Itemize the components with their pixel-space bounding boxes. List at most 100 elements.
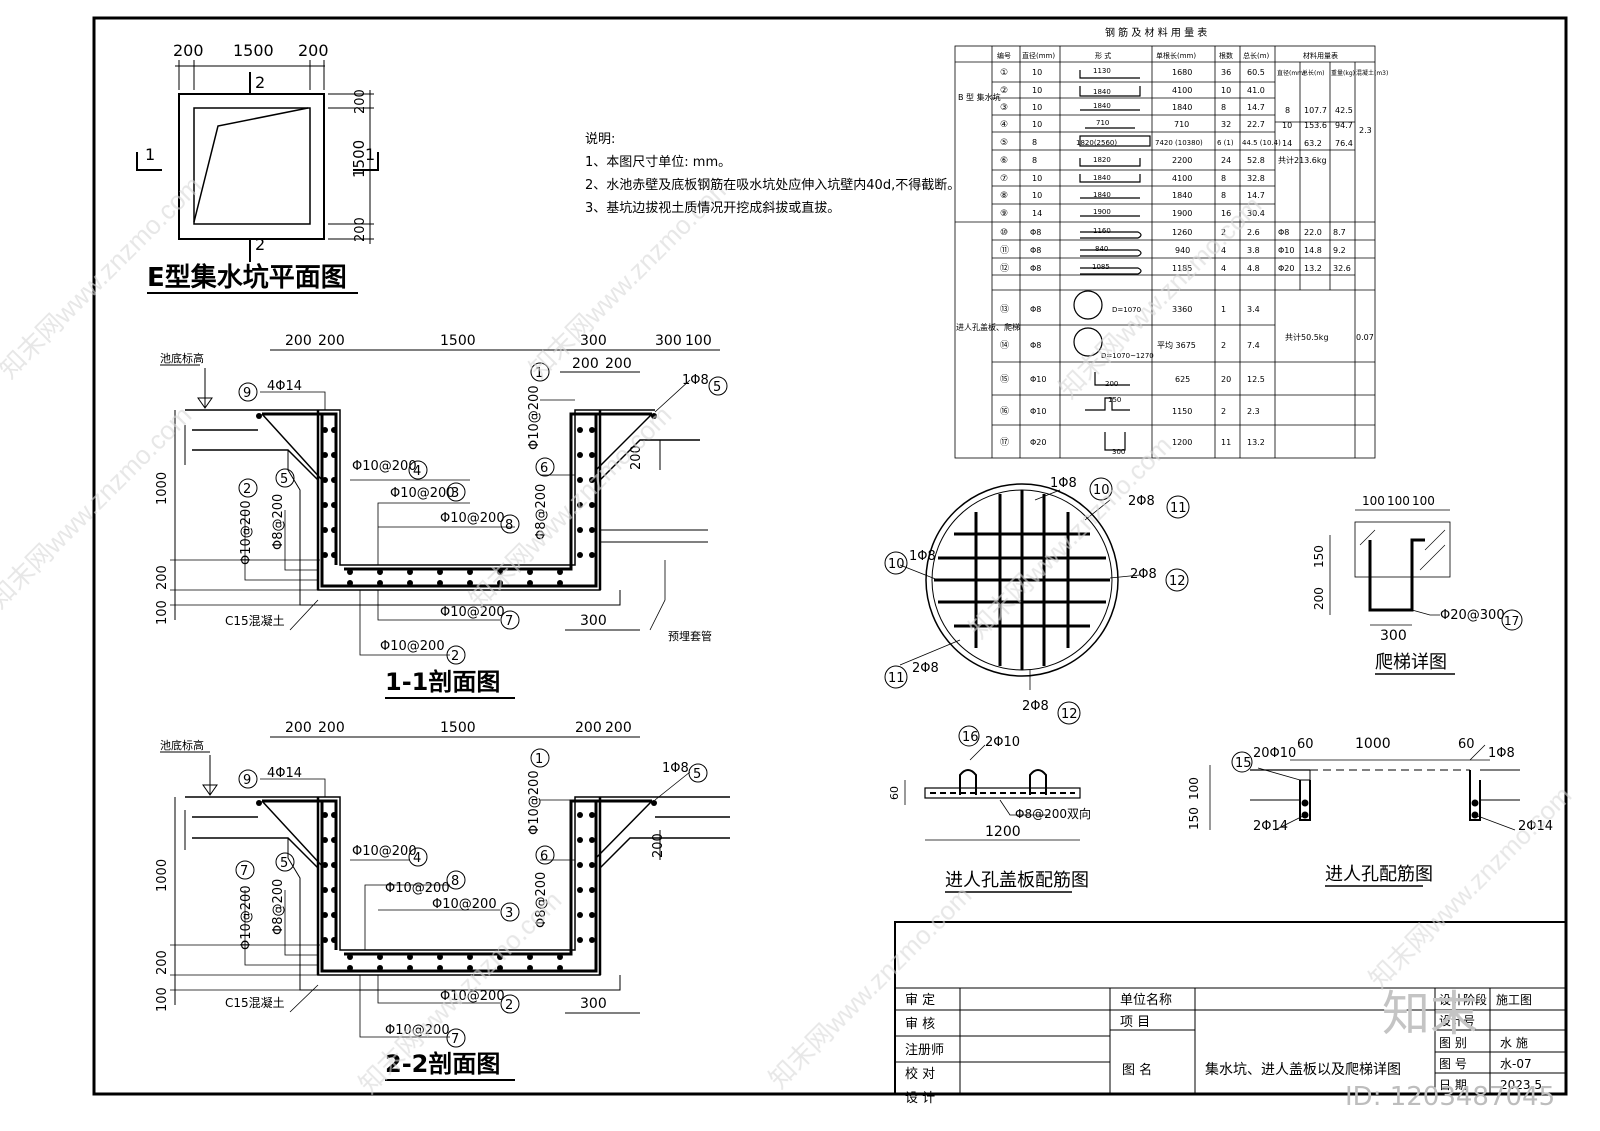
manhole-r14-left: 2Φ14 <box>1253 819 1288 834</box>
cover-r11: 11 <box>1170 501 1187 516</box>
s1-dim-left-2: 200 <box>155 565 170 590</box>
manhole-dim-2: 1000 <box>1355 736 1391 752</box>
svg-text:4100: 4100 <box>1172 174 1192 183</box>
s2-r7l-text: Φ10@200 <box>239 885 254 950</box>
s1-r5-text: 1Φ8 <box>682 373 709 388</box>
s1-dim-2: 200 <box>318 333 345 349</box>
table-shape-sketches <box>1073 70 1151 451</box>
section-2-2 <box>160 736 730 1038</box>
plan-dim-top-2: 1500 <box>233 41 274 60</box>
svg-text:4.8: 4.8 <box>1247 264 1260 273</box>
plan-cut-left: 1 <box>145 145 155 164</box>
sheet-border <box>92 16 1568 1096</box>
cover-r12-text: 2Φ8 <box>1130 567 1157 582</box>
table-concrete-m: 0.07 <box>1356 333 1374 342</box>
plan-cut-bottom: 2 <box>255 235 265 254</box>
manhole-r15: 15 <box>1235 756 1252 771</box>
svg-text:1840: 1840 <box>1172 191 1192 200</box>
svg-text:4: 4 <box>1221 264 1226 273</box>
table-title: 钢 筋 及 材 料 用 量 表 <box>1105 26 1207 39</box>
svg-text:10: 10 <box>1032 191 1042 200</box>
svg-text:300: 300 <box>1112 448 1125 456</box>
svg-text:22.7: 22.7 <box>1247 120 1265 129</box>
svg-text:Φ10: Φ10 <box>1030 407 1046 416</box>
watermarks: 知末网www.znzmo.com 知末网www.znzmo.com 知末网www… <box>0 170 1577 1099</box>
s1-r4: 4 <box>413 464 421 479</box>
tb-category-label: 图 别 <box>1439 1036 1467 1050</box>
table-total-b: 共计213.6kg <box>1278 155 1327 165</box>
svg-text:⑦: ⑦ <box>1000 174 1008 184</box>
table-row: ⑩ Φ8 1160 1260 2 2.6 <box>1000 227 1260 238</box>
table-sum-b-w1: 42.5 <box>1335 106 1353 115</box>
cover-section <box>904 744 1081 841</box>
table-sum-m-d3: Φ20 <box>1278 264 1294 273</box>
s2-r5-text: 1Φ8 <box>662 761 689 776</box>
tb-number-label: 图 号 <box>1439 1057 1467 1071</box>
s1-r8: 8 <box>505 518 513 533</box>
svg-text:⑫: ⑫ <box>1000 263 1009 274</box>
table-sum-m-l2: 14.8 <box>1304 246 1322 255</box>
s1-r1-text: Φ10@200 <box>527 385 542 450</box>
ladder-title: 爬梯详图 <box>1375 652 1447 673</box>
tb-date-label: 日 期 <box>1439 1078 1467 1092</box>
s2-r5l: 5 <box>280 856 288 871</box>
s2-r9: 9 <box>243 773 251 788</box>
notes-item-2: 2、水池赤壁及底板钢筋在吸水坑处应伸入坑壁内40d,不得截断。 <box>585 178 961 193</box>
cover-sec-thick: 60 <box>888 786 901 800</box>
s2-r8: 8 <box>451 874 459 889</box>
svg-text:10: 10 <box>1221 86 1231 95</box>
table-row: ⑫ Φ8 1085 1185 4 4.8 <box>1000 263 1260 274</box>
manhole-r8-text: 1Φ8 <box>1488 746 1515 761</box>
table-sum-m-d2: Φ10 <box>1278 246 1294 255</box>
svg-text:13.2: 13.2 <box>1247 438 1265 447</box>
cover-sec-width: 1200 <box>985 824 1021 840</box>
table-total-m: 共计50.5kg <box>1285 332 1329 342</box>
table-row: ⑬ Φ8 D=1070 3360 1 3.4 <box>1000 304 1260 315</box>
table-group-m: 进人孔盖板、爬梯 <box>956 322 1020 332</box>
svg-text:14: 14 <box>1032 209 1042 218</box>
tb-left-2: 审 核 <box>905 1017 935 1032</box>
manhole-dim-3: 60 <box>1458 737 1475 752</box>
manhole-r15-text: 20Φ10 <box>1253 746 1296 761</box>
table-h-d: 直径(mm) <box>1022 51 1055 60</box>
svg-text:625: 625 <box>1175 375 1190 384</box>
svg-text:Φ10: Φ10 <box>1030 375 1046 384</box>
s2-r6: 6 <box>540 849 548 864</box>
svg-text:1820(2560): 1820(2560) <box>1076 139 1117 147</box>
table-h-n: 根数 <box>1219 51 1233 60</box>
notes-item-3: 3、基坑边拔视土质情况开挖成斜拔或直拔。 <box>585 201 841 216</box>
plan-view <box>136 60 379 262</box>
svg-text:1160: 1160 <box>1093 227 1111 235</box>
svg-text:⑥: ⑥ <box>1000 156 1008 166</box>
section-2-2-bars <box>256 800 657 971</box>
svg-text:7.4: 7.4 <box>1247 341 1260 350</box>
notes-heading: 说明: <box>585 132 616 147</box>
svg-text:32.8: 32.8 <box>1247 174 1265 183</box>
s2-r7: 7 <box>451 1032 459 1047</box>
s2-r1: 1 <box>535 752 543 767</box>
plan-dim-right-2: 1500 <box>350 140 368 178</box>
s2-title: 2-2剖面图 <box>385 1050 500 1078</box>
s1-dim-left-1: 1000 <box>155 472 170 505</box>
table-row: ⑥ 8 1820 2200 24 52.8 <box>1000 156 1265 166</box>
tb-drawing-name: 集水坑、进人盖板以及爬梯详图 <box>1205 1061 1401 1078</box>
svg-text:2.6: 2.6 <box>1247 228 1260 237</box>
table-row: ④ 10 710 710 32 22.7 <box>1000 119 1265 130</box>
tb-left-3: 注册师 <box>905 1043 944 1058</box>
svg-text:8: 8 <box>1032 156 1037 165</box>
svg-text:940: 940 <box>1175 246 1190 255</box>
table-sum-b-w3: 76.4 <box>1335 139 1353 148</box>
s2-r7l: 7 <box>240 864 248 879</box>
table-sum-m-d1: Φ8 <box>1278 228 1289 237</box>
plan-dim-right-1: 200 <box>353 89 368 114</box>
svg-text:⑯: ⑯ <box>1000 406 1009 417</box>
s1-dim-left-3: 100 <box>155 600 170 625</box>
ladder-dim-1: 100 <box>1362 494 1385 508</box>
svg-text:3.8: 3.8 <box>1247 246 1260 255</box>
table-sh-len: 总长(m) <box>1302 69 1325 77</box>
notes: 说明: 1、本图尺寸单位: mm。 2、水池赤壁及底板钢筋在吸水坑处应伸入坑壁内… <box>585 128 960 220</box>
svg-text:8: 8 <box>1221 174 1226 183</box>
table-h-total: 总长(m) <box>1243 51 1270 60</box>
svg-text:1130: 1130 <box>1093 67 1111 75</box>
